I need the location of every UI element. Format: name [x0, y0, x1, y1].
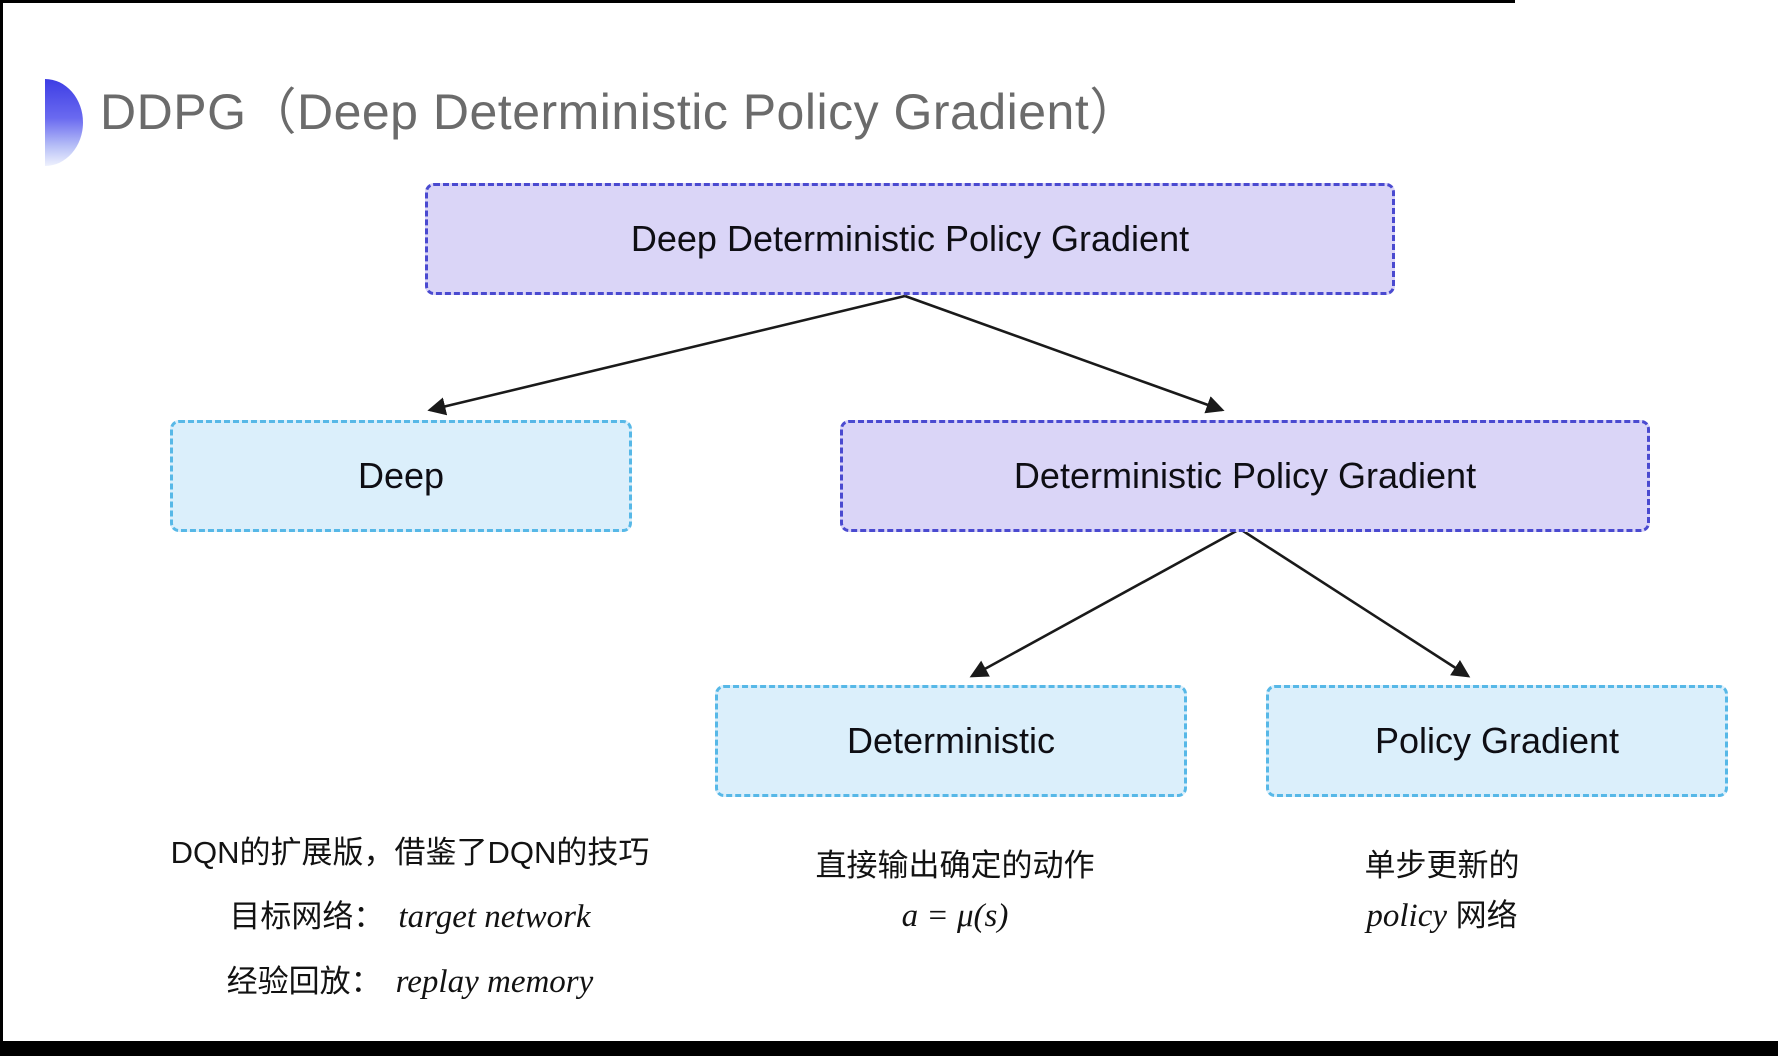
- node-label: Deep Deterministic Policy Gradient: [630, 218, 1190, 259]
- edge-ddpg-to-deep: [427, 294, 906, 416]
- note-deep-line3: 经验回放： replay memory: [118, 961, 702, 1005]
- edge-dpg-to-deterministic: [969, 527, 1241, 678]
- frame-left-edge: [0, 0, 3, 1056]
- node-label: Deep: [357, 455, 445, 496]
- node-label: Deterministic: [846, 720, 1056, 761]
- node-label: Deterministic Policy Gradient: [1013, 455, 1477, 496]
- note-deep-line3-label: 经验回放：: [226, 964, 382, 1000]
- note-deep-line2-label: 目标网络：: [229, 898, 385, 934]
- note-policy-line2-rest: 网络: [1447, 897, 1518, 933]
- note-deep-line3-value: replay memory: [395, 964, 594, 1001]
- edge-ddpg-to-dpg: [904, 294, 1225, 414]
- note-policy-gradient: 单步更新的 policy 网络: [1259, 846, 1625, 938]
- note-policy-line1: 单步更新的: [1364, 848, 1520, 883]
- note-policy-line2: policy 网络: [1259, 895, 1625, 939]
- node-deterministic-policy-gradient: Deterministic Policy Gradient: [840, 420, 1650, 532]
- note-deep-line2-value: target network: [398, 898, 591, 935]
- note-deterministic: 直接输出确定的动作 a = μ(s): [772, 846, 1138, 938]
- frame-bottom-bar: [0, 1041, 1778, 1056]
- note-deep: DQN的扩展版，借鉴了DQN的技巧 目标网络： target network 经验…: [118, 833, 702, 1005]
- title-bullet-icon: [45, 79, 83, 166]
- node-policy-gradient: Policy Gradient: [1266, 685, 1728, 797]
- note-policy-line2-italic: policy: [1366, 897, 1447, 934]
- note-deterministic-line1: 直接输出确定的动作: [815, 848, 1095, 883]
- frame-top-edge: [0, 0, 1515, 3]
- node-deep-deterministic-policy-gradient: Deep Deterministic Policy Gradient: [425, 183, 1395, 295]
- note-deep-line1: DQN的扩展版，借鉴了DQN的技巧: [170, 835, 650, 870]
- note-deep-line2: 目标网络： target network: [118, 896, 702, 940]
- edge-dpg-to-policy-gradient: [1239, 527, 1471, 678]
- note-deterministic-formula: a = μ(s): [901, 897, 1009, 934]
- node-label: Policy Gradient: [1374, 720, 1620, 761]
- node-deterministic: Deterministic: [715, 685, 1187, 797]
- node-deep: Deep: [170, 420, 632, 532]
- page-title: DDPG（Deep Deterministic Policy Gradient）: [100, 84, 1140, 140]
